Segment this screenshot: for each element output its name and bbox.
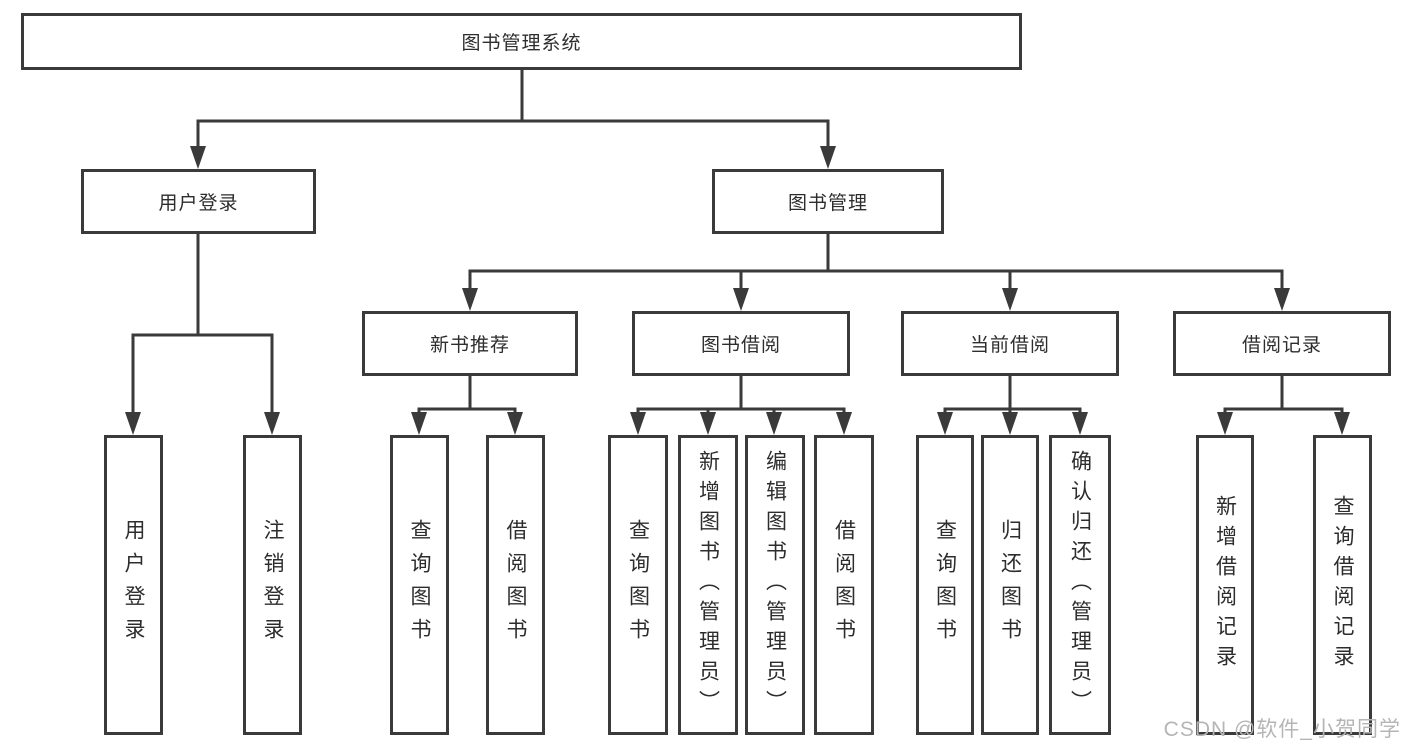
node-new-book-recommendation: 新书推荐 [362,311,578,376]
leaf-bb-query-books: 查询图书 [608,435,668,735]
node-label: 新增借阅记录 [1213,495,1237,675]
node-book-borrowing: 图书借阅 [632,311,850,376]
leaf-logout: 注销登录 [243,435,302,735]
node-label: 借阅图书 [504,519,527,651]
node-label: 查询图书 [933,519,957,651]
node-book-management: 图书管理 [712,169,944,234]
node-label: 借阅记录 [1241,335,1322,356]
leaf-bb-edit-books-admin: 编辑图书（管理员） [745,435,805,735]
node-label: 归还图书 [998,519,1022,651]
node-label: 用户登录 [122,519,145,651]
leaf-br-add-record: 新增借阅记录 [1196,435,1254,735]
node-label: 查询图书 [408,519,431,651]
node-label: 用户登录 [158,193,239,214]
node-label: 确认归还（管理员） [1068,450,1092,720]
leaf-bb-borrow-books: 借阅图书 [814,435,874,735]
node-label: 当前借阅 [969,335,1050,356]
leaf-cb-query-books: 查询图书 [916,435,974,735]
node-label: 查询图书 [626,519,650,651]
leaf-nbr-borrow-books: 借阅图书 [486,435,545,735]
leaf-user-login: 用户登录 [104,435,163,735]
node-root: 图书管理系统 [21,13,1022,70]
node-label: 图书管理系统 [461,33,582,54]
node-label: 图书管理 [787,193,868,214]
node-label: 图书借阅 [700,335,781,356]
csdn-watermark: CSDN @软件_小贺同学 [1163,718,1401,741]
leaf-nbr-query-books: 查询图书 [390,435,449,735]
node-label: 编辑图书（管理员） [763,450,787,720]
node-label: 新增图书（管理员） [696,450,720,720]
node-current-borrowing: 当前借阅 [901,311,1119,376]
leaf-br-query-record: 查询借阅记录 [1313,435,1372,735]
node-borrowing-records: 借阅记录 [1173,311,1391,376]
leaf-bb-add-books-admin: 新增图书（管理员） [678,435,738,735]
node-label: 新书推荐 [429,335,510,356]
leaf-cb-return-books: 归还图书 [981,435,1039,735]
node-label: 注销登录 [261,519,284,651]
leaf-cb-confirm-return-admin: 确认归还（管理员） [1049,435,1111,735]
node-user-login: 用户登录 [81,169,316,234]
node-label: 借阅图书 [832,519,856,651]
node-label: 查询借阅记录 [1331,495,1354,675]
